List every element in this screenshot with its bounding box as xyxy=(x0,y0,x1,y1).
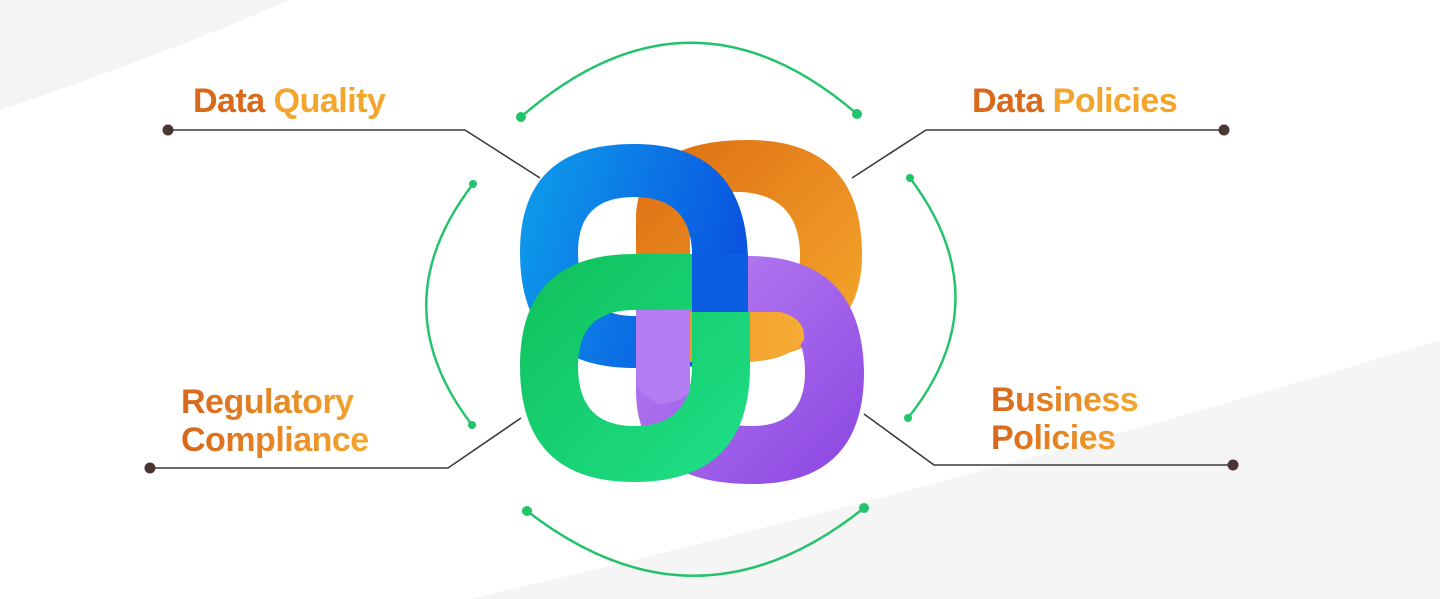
connector-regulatory-compliance xyxy=(150,417,522,469)
arc-dot xyxy=(852,109,862,119)
label-business-policies: Business Policies xyxy=(991,381,1139,457)
label-regulatory-compliance: Regulatory Compliance xyxy=(181,383,369,459)
ring-purple-overlap xyxy=(636,310,690,404)
connector-dot xyxy=(162,124,174,136)
connector-dots xyxy=(144,124,1239,474)
arc-left xyxy=(425,183,474,426)
label-regulatory-compliance-line2: Compliance xyxy=(181,421,369,459)
arc-dot xyxy=(904,414,912,422)
interlocking-rings-icon xyxy=(520,140,864,484)
connector-data-policies xyxy=(851,129,1224,179)
arc-right xyxy=(907,177,957,419)
background-shape-top-left xyxy=(0,0,290,110)
label-data-quality-second: Quality xyxy=(273,82,386,120)
label-data-quality: Data Quality xyxy=(193,82,386,120)
label-business-policies-line1: Business xyxy=(991,381,1139,419)
ring-blue-overlap xyxy=(692,254,748,312)
arc-dot xyxy=(859,503,869,513)
arc-dot xyxy=(516,112,526,122)
cycle-arcs xyxy=(425,41,957,577)
arc-bottom xyxy=(526,507,865,577)
arc-dot xyxy=(469,180,477,188)
label-data-policies-first: Data xyxy=(972,82,1044,120)
label-data-policies: Data Policies xyxy=(972,82,1178,120)
arc-dot xyxy=(906,174,914,182)
label-regulatory-compliance-line1: Regulatory xyxy=(181,383,369,421)
label-data-quality-first: Data xyxy=(193,82,265,120)
connector-business-policies xyxy=(863,413,1233,466)
connector-dot xyxy=(144,462,156,474)
arc-top xyxy=(520,41,858,118)
connector-dot xyxy=(1227,459,1239,471)
arc-dots xyxy=(468,109,914,516)
background-shape-bottom-right xyxy=(470,340,1440,599)
connector-data-quality xyxy=(168,129,541,179)
ring-green xyxy=(520,254,750,482)
arc-dot xyxy=(468,421,476,429)
label-data-policies-second: Policies xyxy=(1052,82,1178,120)
label-business-policies-line2: Policies xyxy=(991,419,1138,457)
connector-dot xyxy=(1218,124,1230,136)
arc-dot xyxy=(522,506,532,516)
connector-lines xyxy=(150,129,1233,469)
